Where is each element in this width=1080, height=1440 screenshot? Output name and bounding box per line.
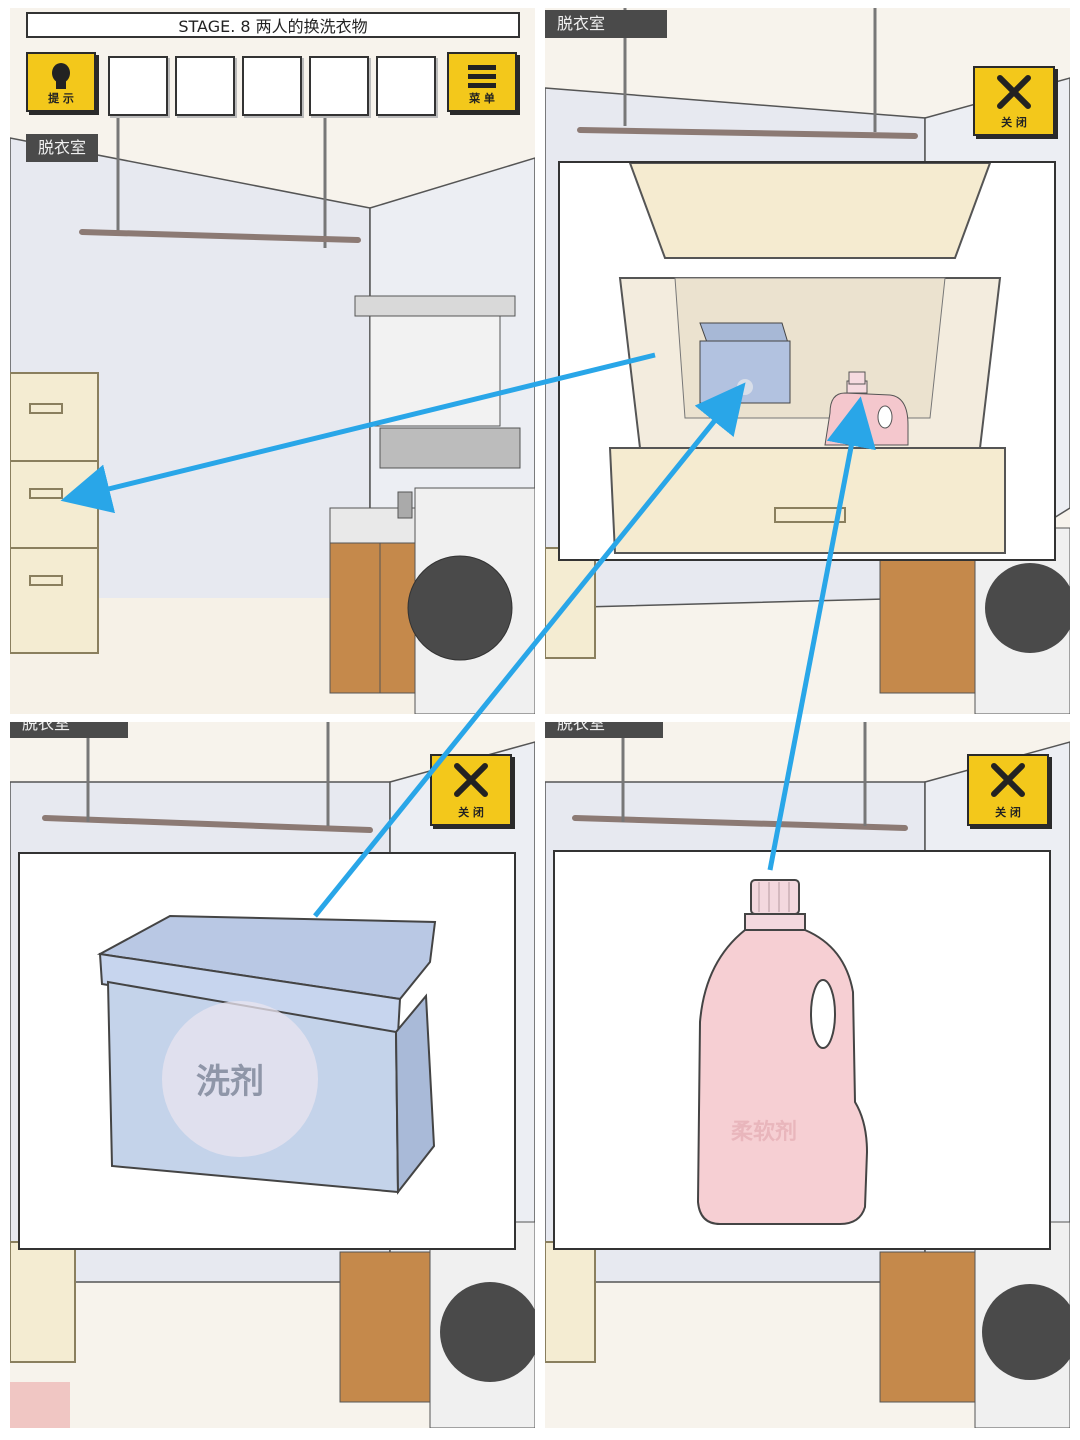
menu-label: 菜 单: [469, 92, 495, 105]
lightbulb-icon: [52, 63, 70, 89]
detergent-zoom-view: 洗剂: [18, 852, 516, 1250]
inventory-slot-5[interactable]: [376, 56, 436, 116]
menu-icon: [468, 65, 496, 88]
close-button[interactable]: 关 闭: [430, 754, 512, 826]
inventory-slot-3[interactable]: [242, 56, 302, 116]
panel-drawer-zoom: 脱衣室 关 闭: [545, 8, 1070, 714]
detergent-label: 洗剂: [196, 1062, 264, 1102]
inventory-slot-1[interactable]: [108, 56, 168, 116]
open-drawer: [608, 163, 1006, 554]
close-button[interactable]: 关 闭: [967, 754, 1049, 826]
drawer-zoom-view: [558, 161, 1056, 561]
location-label: 脱衣室: [10, 722, 128, 738]
close-button[interactable]: 关 闭: [973, 66, 1055, 136]
hint-button[interactable]: 提 示: [26, 52, 96, 112]
inventory-slot-2[interactable]: [175, 56, 235, 116]
hint-label: 提 示: [48, 92, 74, 105]
location-label: 脱衣室: [545, 10, 667, 38]
inventory-slot-4[interactable]: [309, 56, 369, 116]
close-label: 关 闭: [995, 806, 1021, 819]
stage-title: STAGE. 8 两人的换洗衣物: [26, 12, 520, 38]
location-label: 脱衣室: [545, 722, 663, 738]
close-icon: [454, 763, 488, 797]
location-label: 脱衣室: [26, 134, 99, 162]
panel-room-overview: STAGE. 8 两人的换洗衣物 提 示 菜 单 脱衣室: [10, 8, 535, 714]
panel-detergent-zoom: 脱衣室 关 闭 洗剂: [10, 722, 535, 1428]
close-label: 关 闭: [458, 806, 484, 819]
close-icon: [991, 763, 1025, 797]
close-icon: [997, 75, 1031, 109]
panel-softener-zoom: 脱衣室 关 闭 柔软剂: [545, 722, 1070, 1428]
detergent-box: [96, 914, 437, 1195]
softener-bottle: [696, 879, 869, 1225]
softener-label: 柔软剂: [731, 1120, 798, 1145]
softener-zoom-view: 柔软剂: [553, 850, 1051, 1250]
menu-button[interactable]: 菜 单: [447, 52, 517, 112]
close-label: 关 闭: [1001, 116, 1027, 129]
